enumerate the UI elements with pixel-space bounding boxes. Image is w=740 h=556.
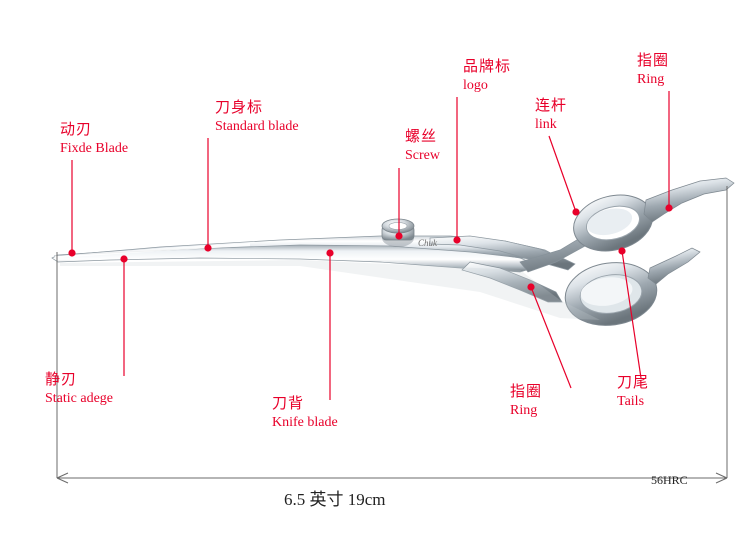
scissors-illustration (51, 177, 735, 326)
leader-lines (71, 91, 670, 400)
label-link-en: link (535, 117, 557, 133)
label-static-edge-en: Static adege (45, 391, 114, 407)
label-knife-blade: 刀背 Knife blade (272, 394, 338, 433)
label-logo: 品牌标 logo (463, 57, 511, 96)
hardness-label: 56HRC (651, 473, 688, 487)
label-ring-top: 指圈 Ring (637, 51, 669, 90)
label-link: 连杆 link (535, 96, 567, 135)
brand-etching: Chuk (418, 238, 437, 248)
bottom-ring (564, 262, 658, 326)
label-knife-blade-cn: 刀背 (272, 396, 305, 412)
label-screw-en: Screw (405, 148, 440, 164)
label-tails-cn: 刀尾 (617, 375, 650, 391)
dimension-label: 6.5 英寸 19cm (284, 490, 386, 509)
label-fixed-blade-cn: 动刃 (60, 122, 93, 138)
blade-tip-highlight (54, 243, 250, 258)
dimension-frame (56, 186, 728, 484)
label-screw-cn: 螺丝 (405, 129, 438, 145)
label-fixed-blade: 动刃 Fixde Blade (60, 120, 128, 159)
label-screw: 螺丝 Screw (405, 127, 440, 166)
label-ring-bottom: 指圈 Ring (510, 382, 542, 421)
label-ring-bottom-en: Ring (510, 403, 538, 419)
label-static-edge-cn: 静刃 (45, 372, 78, 388)
label-static-edge: 静刃 Static adege (45, 370, 113, 409)
label-fixed-blade-en: Fixde Blade (60, 141, 129, 157)
label-knife-blade-en: Knife blade (272, 415, 338, 431)
label-logo-en: logo (463, 78, 488, 94)
label-logo-cn: 品牌标 (463, 59, 512, 75)
label-standard-blade-en: Standard blade (215, 119, 299, 135)
label-ring-top-en: Ring (637, 72, 665, 88)
leader-dots (68, 204, 673, 291)
label-tails-en: Tails (617, 394, 645, 410)
label-ring-top-cn: 指圈 (637, 53, 670, 69)
bottom-tail (647, 247, 701, 285)
top-tail (643, 177, 735, 223)
label-standard-blade: 刀身标 Standard blade (215, 98, 299, 137)
scissors-shadow (60, 260, 600, 320)
lower-handle-arm (461, 261, 563, 303)
label-standard-blade-cn: 刀身标 (215, 100, 264, 116)
label-tails: 刀尾 Tails (617, 373, 649, 412)
label-link-cn: 连杆 (535, 98, 568, 114)
top-ring (573, 194, 653, 252)
label-ring-bottom-cn: 指圈 (510, 384, 543, 400)
